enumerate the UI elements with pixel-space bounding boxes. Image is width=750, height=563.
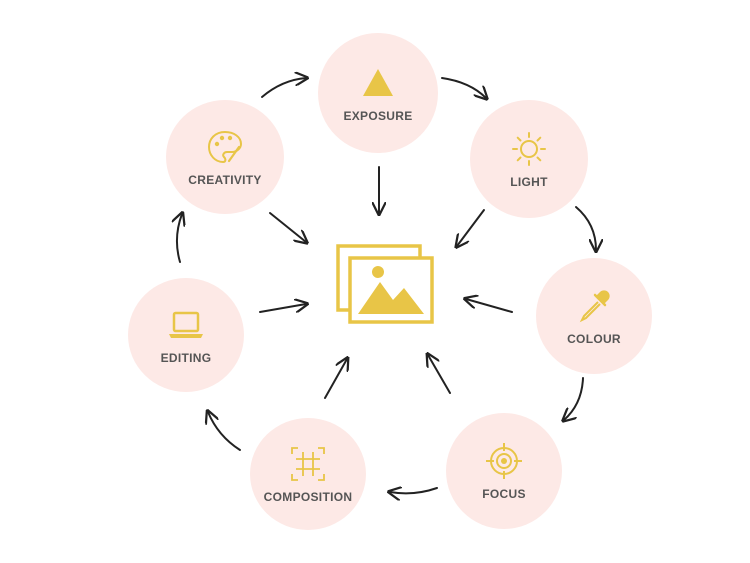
node-label: CREATIVITY bbox=[188, 173, 262, 187]
arrow-light-to-center bbox=[457, 209, 485, 246]
arrow-editing-to-creativity bbox=[177, 214, 182, 263]
triangle-icon bbox=[363, 69, 393, 96]
arrow-creativity-to-center bbox=[269, 212, 306, 242]
arrow-light-to-colour bbox=[575, 206, 596, 250]
node-colour: COLOUR bbox=[536, 258, 652, 374]
node-creativity: CREATIVITY bbox=[166, 100, 284, 214]
laptop-icon bbox=[169, 311, 203, 338]
arrow-composition-to-center bbox=[324, 359, 347, 399]
arrow-colour-to-focus bbox=[564, 377, 584, 420]
sun-icon bbox=[512, 132, 546, 166]
arrow-exposure-to-light bbox=[441, 77, 486, 98]
grid-frame-icon bbox=[291, 447, 325, 481]
arrow-creativity-to-exposure bbox=[261, 78, 306, 98]
node-label: COLOUR bbox=[567, 332, 621, 346]
palette-icon bbox=[207, 130, 243, 164]
eyedropper-icon bbox=[579, 290, 610, 323]
arrow-editing-to-center bbox=[259, 304, 306, 313]
arrow-colour-to-center bbox=[466, 299, 513, 313]
node-label: LIGHT bbox=[510, 175, 548, 189]
node-label: EXPOSURE bbox=[343, 109, 413, 123]
node-focus: FOCUS bbox=[446, 413, 562, 529]
node-editing: EDITING bbox=[128, 278, 244, 392]
crosshair-icon bbox=[486, 443, 522, 479]
node-composition: COMPOSITION bbox=[250, 418, 366, 530]
arrow-focus-to-center bbox=[428, 355, 451, 394]
node-label: FOCUS bbox=[482, 487, 526, 501]
node-exposure: EXPOSURE bbox=[318, 33, 438, 153]
node-label: COMPOSITION bbox=[263, 490, 353, 504]
arrow-composition-to-editing bbox=[208, 412, 241, 451]
node-light: LIGHT bbox=[470, 100, 588, 218]
photo-gallery-icon bbox=[330, 242, 440, 326]
node-label: EDITING bbox=[160, 351, 212, 365]
arrow-focus-to-composition bbox=[390, 488, 438, 493]
